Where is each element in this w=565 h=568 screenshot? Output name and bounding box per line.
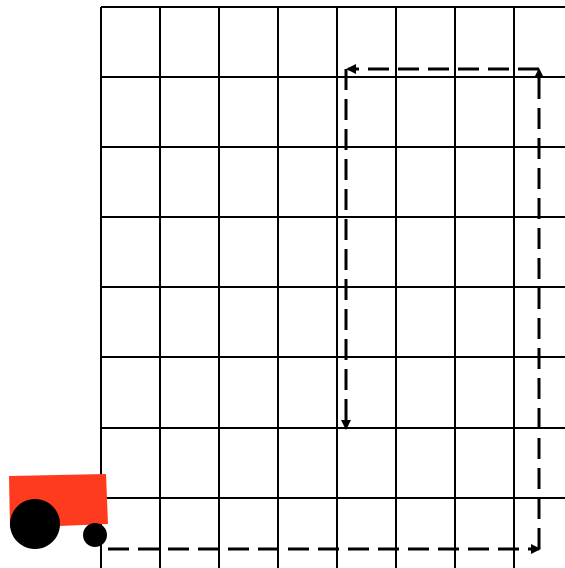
dashed-path: [108, 69, 539, 549]
tractor-rear-wheel: [10, 499, 60, 549]
tractor-icon: [9, 474, 108, 549]
tractor-front-wheel: [83, 523, 107, 547]
grid: [101, 7, 565, 568]
